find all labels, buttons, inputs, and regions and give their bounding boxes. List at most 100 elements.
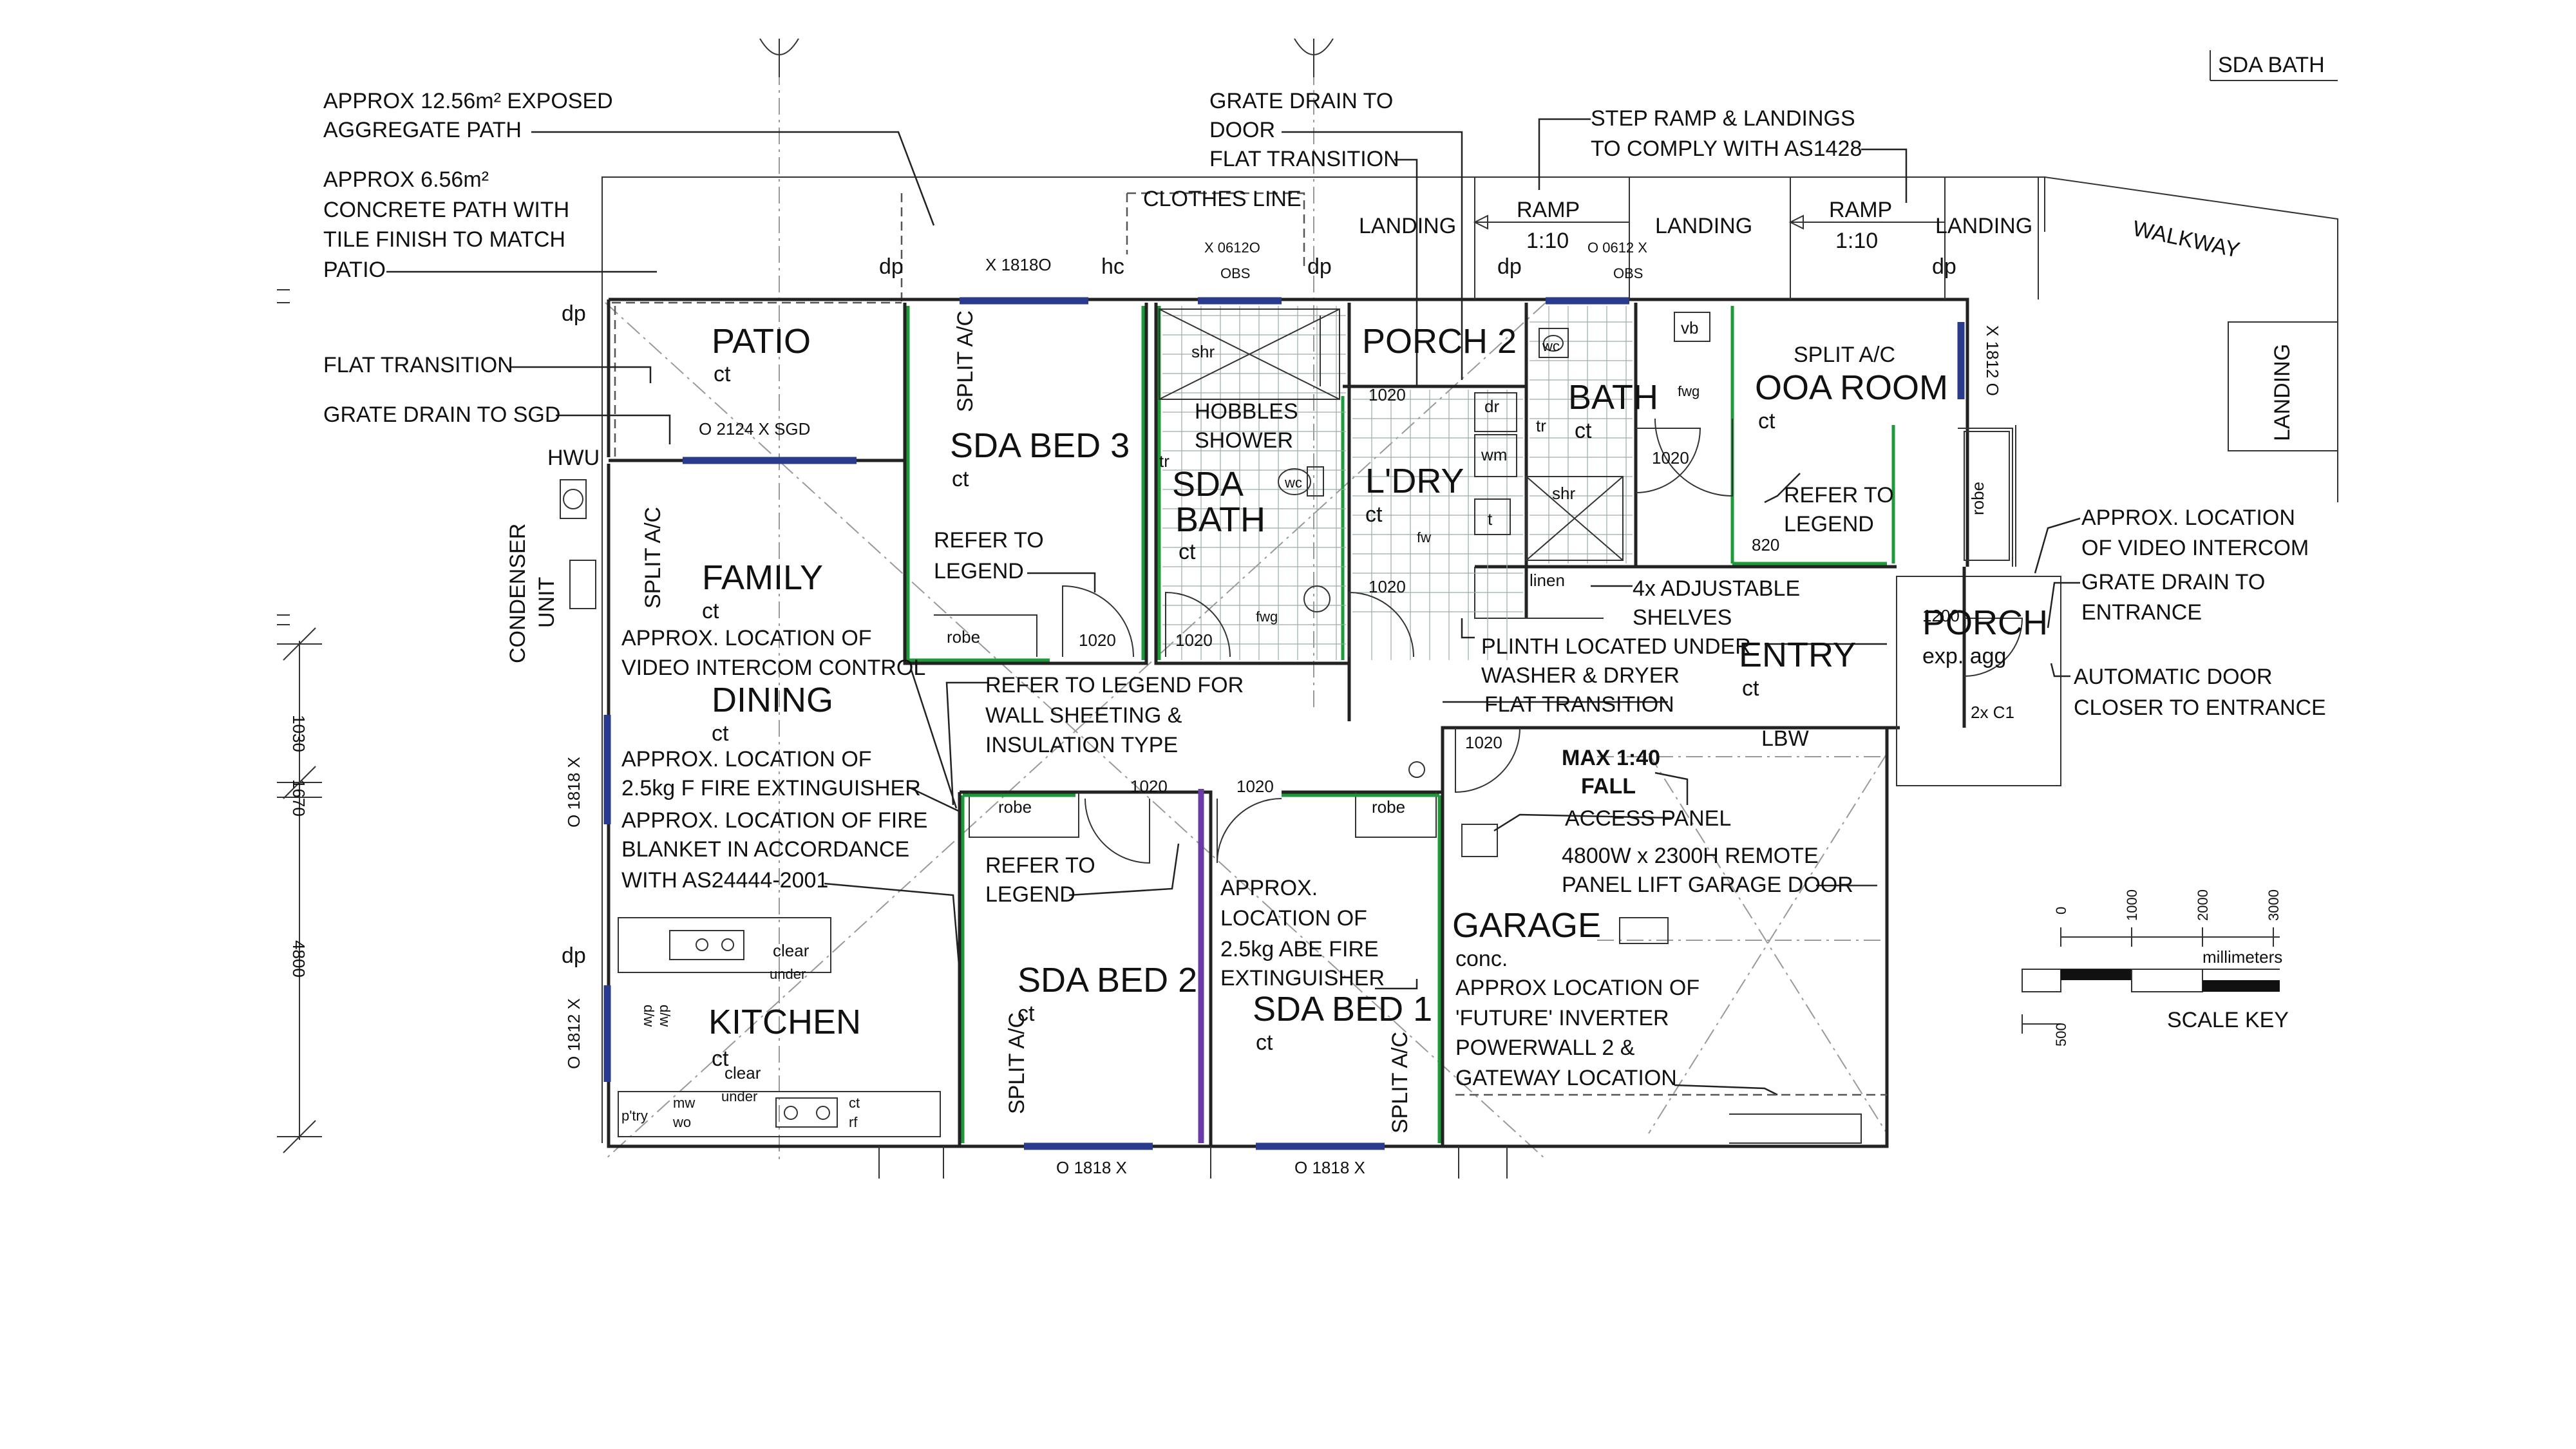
split-ac-bed1: SPLIT A/C xyxy=(1388,1032,1412,1133)
room-sda-bed-1: SDA BED 1 xyxy=(1253,990,1432,1028)
room-labels: PATIO FAMILY DINING KITCHEN SDA BED 3 SD… xyxy=(702,216,2295,1041)
svg-text:CLOTHES LINE: CLOTHES LINE xyxy=(1143,187,1302,211)
finish-garage: conc. xyxy=(1455,947,1508,971)
svg-text:CONDENSER: CONDENSER xyxy=(506,524,530,663)
svg-text:dp: dp xyxy=(1497,254,1522,279)
room-bath: BATH xyxy=(1568,378,1658,417)
door-1020-bathroom: 1020 xyxy=(1652,448,1689,468)
split-ac-bed3: SPLIT A/C xyxy=(953,310,978,412)
door-1020-porch2: 1020 xyxy=(1368,385,1406,404)
internal-walls xyxy=(903,303,2013,1146)
room-ooa: OOA ROOM xyxy=(1755,368,1948,407)
svg-text:PLINTH LOCATED UNDER: PLINTH LOCATED UNDER xyxy=(1481,634,1751,659)
svg-text:PANEL LIFT GARAGE DOOR: PANEL LIFT GARAGE DOOR xyxy=(1562,873,1853,897)
room-sda-bed-2: SDA BED 2 xyxy=(1018,961,1197,999)
svg-text:GATEWAY LOCATION: GATEWAY LOCATION xyxy=(1455,1066,1677,1090)
sda-wall-markers xyxy=(906,306,1895,1143)
svg-text:WASHER & DRYER: WASHER & DRYER xyxy=(1481,663,1680,688)
svg-text:CONCRETE PATH WITH: CONCRETE PATH WITH xyxy=(323,198,569,222)
svg-text:APPROX LOCATION OF: APPROX LOCATION OF xyxy=(1455,976,1700,1000)
svg-text:d/w: d/w xyxy=(641,1005,657,1027)
svg-text:ct: ct xyxy=(1758,409,1776,433)
svg-text:O 1818 X: O 1818 X xyxy=(564,757,583,828)
svg-text:SHOWER: SHOWER xyxy=(1195,428,1293,453)
svg-text:BLANKET IN ACCORDANCE: BLANKET IN ACCORDANCE xyxy=(621,837,909,862)
svg-text:CLOSER TO ENTRANCE: CLOSER TO ENTRANCE xyxy=(2074,696,2326,720)
svg-text:WALL SHEETING &: WALL SHEETING & xyxy=(985,703,1182,728)
refer-legend-bed3-1: REFER TO xyxy=(934,528,1044,553)
tr-sda-bath: tr xyxy=(1159,451,1170,471)
landing-1: LANDING xyxy=(1359,214,1456,238)
svg-text:ct: ct xyxy=(1256,1030,1273,1055)
svg-text:ct: ct xyxy=(849,1095,860,1111)
lbw-label: LBW xyxy=(1761,726,1809,751)
ramp-2: RAMP xyxy=(1829,198,1892,222)
door-1020-bed3: 1020 xyxy=(1079,630,1116,650)
robe-bed1: robe xyxy=(1372,797,1405,817)
room-patio: PATIO xyxy=(712,322,811,361)
svg-text:OBS: OBS xyxy=(1613,265,1643,281)
room-walkway: WALKWAY xyxy=(2130,216,2242,263)
ramp-1-grade: 1:10 xyxy=(1526,229,1569,253)
svg-text:FLAT TRANSITION: FLAT TRANSITION xyxy=(323,353,513,377)
refer-legend-bed3-2: LEGEND xyxy=(934,559,1024,583)
dim-4800: 4800 xyxy=(289,940,308,978)
svg-text:fw: fw xyxy=(1417,529,1431,545)
left-dimension-string: 1030 4800 1670 xyxy=(277,289,322,1153)
svg-text:WITH AS24444-2001: WITH AS24444-2001 xyxy=(621,868,828,893)
svg-text:ct: ct xyxy=(1179,540,1196,564)
annotations: APPROX 12.56m² EXPOSED AGGREGATE PATH AP… xyxy=(323,89,2326,1133)
room-dining: DINING xyxy=(712,681,833,719)
svg-text:hc: hc xyxy=(1101,254,1124,279)
svg-text:HOBBLES: HOBBLES xyxy=(1195,399,1298,424)
shr-bath: shr xyxy=(1552,484,1575,503)
scale-tick-2000: 2000 xyxy=(2195,889,2211,921)
svg-text:OF VIDEO INTERCOM: OF VIDEO INTERCOM xyxy=(2081,536,2309,560)
svg-text:dp: dp xyxy=(562,943,586,968)
dim-1670: 1670 xyxy=(289,779,308,817)
scale-key: 0 1000 2000 3000 500 millimeters SCALE K… xyxy=(2022,889,2289,1046)
room-porch: PORCH xyxy=(1922,603,2048,642)
svg-text:APPROX. LOCATION OF: APPROX. LOCATION OF xyxy=(621,747,872,772)
landing-2: LANDING xyxy=(1655,214,1752,238)
svg-text:rf: rf xyxy=(849,1114,858,1130)
svg-text:TO COMPLY WITH AS1428: TO COMPLY WITH AS1428 xyxy=(1591,137,1862,161)
svg-text:VIDEO INTERCOM CONTROL: VIDEO INTERCOM CONTROL xyxy=(621,656,925,680)
room-landing-side: LANDING xyxy=(2270,344,2295,441)
door-1020-bath: 1020 xyxy=(1175,630,1213,650)
door-1020-ldry: 1020 xyxy=(1368,577,1406,596)
svg-text:INSULATION TYPE: INSULATION TYPE xyxy=(985,733,1178,757)
refer-legend-bed2-1: REFER TO xyxy=(985,853,1095,878)
finish-codes: ct ct ct ct ct ct ct ct ct ct ct ct conc… xyxy=(702,362,2006,1071)
svg-text:GRATE DRAIN TO: GRATE DRAIN TO xyxy=(1209,89,1393,113)
scale-tick-500: 500 xyxy=(2053,1023,2069,1046)
svg-text:APPROX 6.56m²: APPROX 6.56m² xyxy=(323,167,489,192)
ramp-arrows xyxy=(1473,177,1946,299)
sheet-tag-label: SDA BATH xyxy=(2218,53,2325,77)
svg-text:O 0612 X: O 0612 X xyxy=(1587,240,1647,256)
svg-text:mw: mw xyxy=(673,1095,695,1111)
svg-text:STEP RAMP & LANDINGS: STEP RAMP & LANDINGS xyxy=(1591,106,1855,131)
svg-text:2.5kg ABE FIRE: 2.5kg ABE FIRE xyxy=(1220,937,1379,961)
finish-porch: exp. agg xyxy=(1922,644,2006,668)
scale-tick-1000: 1000 xyxy=(2124,889,2140,921)
svg-text:O 1812 X: O 1812 X xyxy=(564,998,583,1069)
svg-text:ct: ct xyxy=(1365,502,1383,527)
clear-under-2b: under xyxy=(721,1088,757,1104)
svg-text:GRATE DRAIN TO: GRATE DRAIN TO xyxy=(2081,570,2265,594)
svg-text:APPROX. LOCATION: APPROX. LOCATION xyxy=(2081,506,2295,530)
svg-text:4800W x 2300H REMOTE: 4800W x 2300H REMOTE xyxy=(1562,844,1819,868)
windows xyxy=(603,297,1965,1150)
ramp-1: RAMP xyxy=(1517,198,1580,222)
svg-text:MAX 1:40: MAX 1:40 xyxy=(1562,746,1660,770)
small-labels: dp dp dp dp dp dp hc X 1818O X 0612O OBS… xyxy=(562,240,2014,1177)
tr-bath: tr xyxy=(1536,416,1546,435)
wc-bath: wc xyxy=(1542,338,1560,354)
svg-text:4x ADJUSTABLE: 4x ADJUSTABLE xyxy=(1633,576,1800,601)
svg-text:'FUTURE' INVERTER: 'FUTURE' INVERTER xyxy=(1455,1006,1669,1030)
svg-text:APPROX. LOCATION OF: APPROX. LOCATION OF xyxy=(621,626,872,650)
room-garage: GARAGE xyxy=(1452,906,1601,945)
svg-text:FLAT TRANSITION: FLAT TRANSITION xyxy=(1209,147,1399,171)
svg-text:ct: ct xyxy=(1018,1001,1035,1026)
svg-text:X 0612O: X 0612O xyxy=(1204,240,1260,256)
